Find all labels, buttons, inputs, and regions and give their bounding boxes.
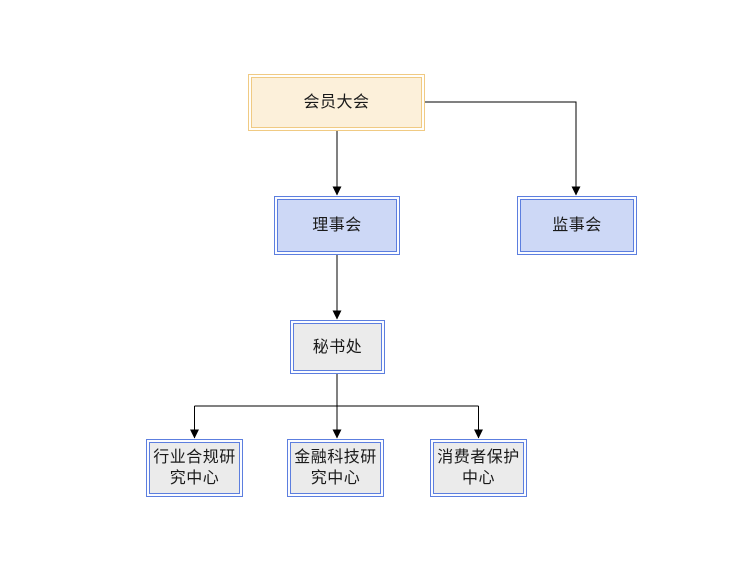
node-secretariat: 秘书处 — [290, 320, 385, 374]
node-compliance-research-center-label-line1: 行业合规研 — [153, 449, 236, 466]
node-fintech-research-center-label-line1: 金融科技研 — [294, 449, 377, 466]
node-consumer-protection-center-label-line2: 中心 — [461, 470, 495, 487]
node-members-assembly: 会员大会 — [248, 74, 425, 131]
node-secretariat-label: 秘书处 — [312, 338, 363, 356]
edge-members-to-supervisory — [425, 101, 581, 196]
node-members-assembly-label: 会员大会 — [303, 94, 370, 111]
node-fintech-research-center: 金融科技研 究中心 — [287, 439, 384, 497]
node-consumer-protection-center: 消费者保护 中心 — [430, 439, 527, 497]
node-supervisory-board-label: 监事会 — [552, 217, 602, 234]
node-consumer-protection-center-label-line1: 消费者保护 — [437, 449, 520, 466]
node-compliance-research-center-label-line2: 究中心 — [169, 470, 220, 487]
node-fintech-research-center-label-line2: 究中心 — [310, 470, 361, 487]
node-council: 理事会 — [274, 196, 400, 255]
node-compliance-research-center: 行业合规研 究中心 — [146, 439, 243, 497]
node-supervisory-board: 监事会 — [517, 196, 637, 255]
node-council-label: 理事会 — [312, 217, 362, 234]
